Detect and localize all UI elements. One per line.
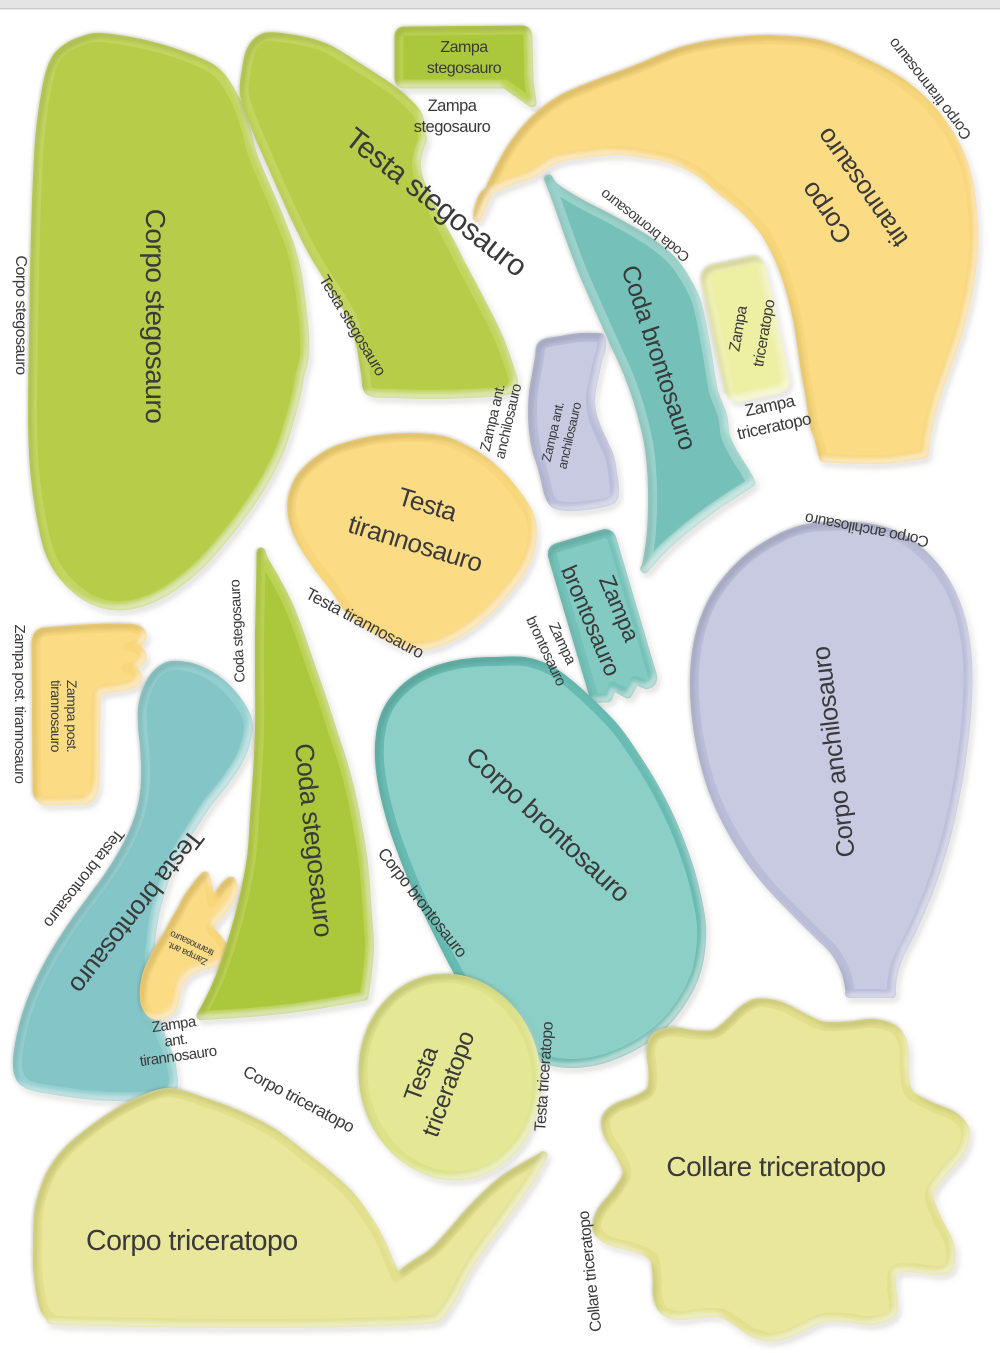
svg-text:tirannosauro: tirannosauro xyxy=(48,680,64,753)
svg-text:Corpo stegosauro: Corpo stegosauro xyxy=(140,209,171,424)
svg-text:Zampa post.: Zampa post. xyxy=(64,680,80,752)
svg-text:Collare triceratopo: Collare triceratopo xyxy=(666,1151,885,1182)
svg-text:stegosauro: stegosauro xyxy=(427,60,502,77)
svg-text:Zampa: Zampa xyxy=(151,1013,198,1036)
svg-text:ant.: ant. xyxy=(163,1030,188,1050)
svg-text:Zampa: Zampa xyxy=(428,97,478,115)
svg-text:Corpo stegosauro: Corpo stegosauro xyxy=(12,255,29,375)
svg-text:Corpo triceratopo: Corpo triceratopo xyxy=(86,1225,298,1257)
svg-text:stegosauro: stegosauro xyxy=(414,118,491,136)
svg-text:Zampa: Zampa xyxy=(440,39,488,56)
svg-text:Coda stegosauro: Coda stegosauro xyxy=(227,579,248,683)
svg-text:Zampa post. tirannosauro: Zampa post. tirannosauro xyxy=(11,625,28,784)
